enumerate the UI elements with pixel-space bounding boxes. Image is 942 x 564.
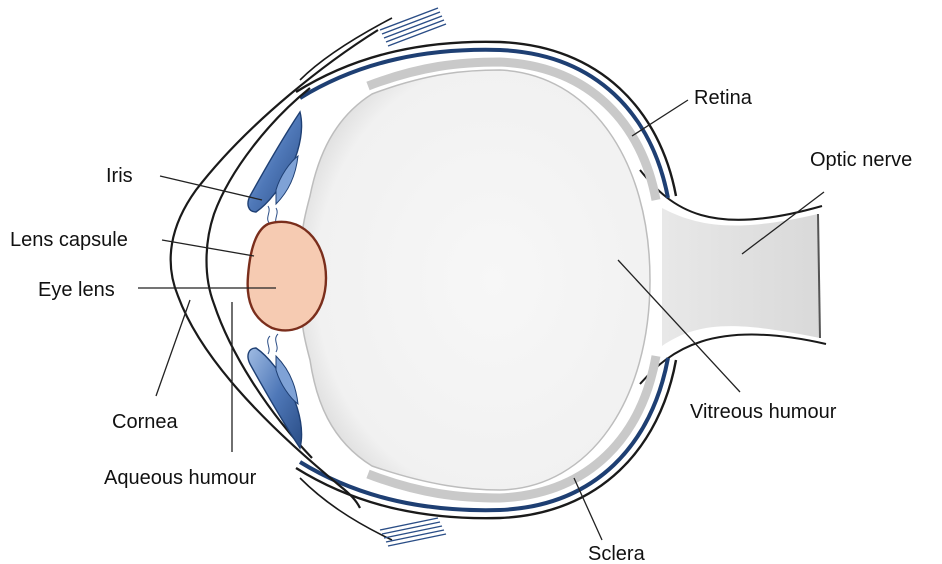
leader-retina [632,100,688,136]
label-eye-lens: Eye lens [38,279,115,301]
upper-muscle-striations [380,8,446,46]
vitreous-body [303,70,650,490]
leader-cornea [156,300,190,396]
label-aqueous-humour: Aqueous humour [104,467,257,489]
label-sclera: Sclera [588,543,646,564]
eye-lens-shape [248,222,326,331]
eyelid-upper-line [300,18,392,80]
label-lens-capsule: Lens capsule [10,229,128,251]
lower-muscle-striations [380,518,446,546]
leader-iris [160,176,262,200]
label-cornea: Cornea [112,411,178,433]
label-iris: Iris [106,165,133,187]
optic-nerve-shape [662,208,820,346]
label-retina: Retina [694,87,753,109]
label-optic-nerve: Optic nerve [810,149,912,171]
label-vitreous-humour: Vitreous humour [690,401,837,423]
eyelid-lower-line [300,478,392,540]
